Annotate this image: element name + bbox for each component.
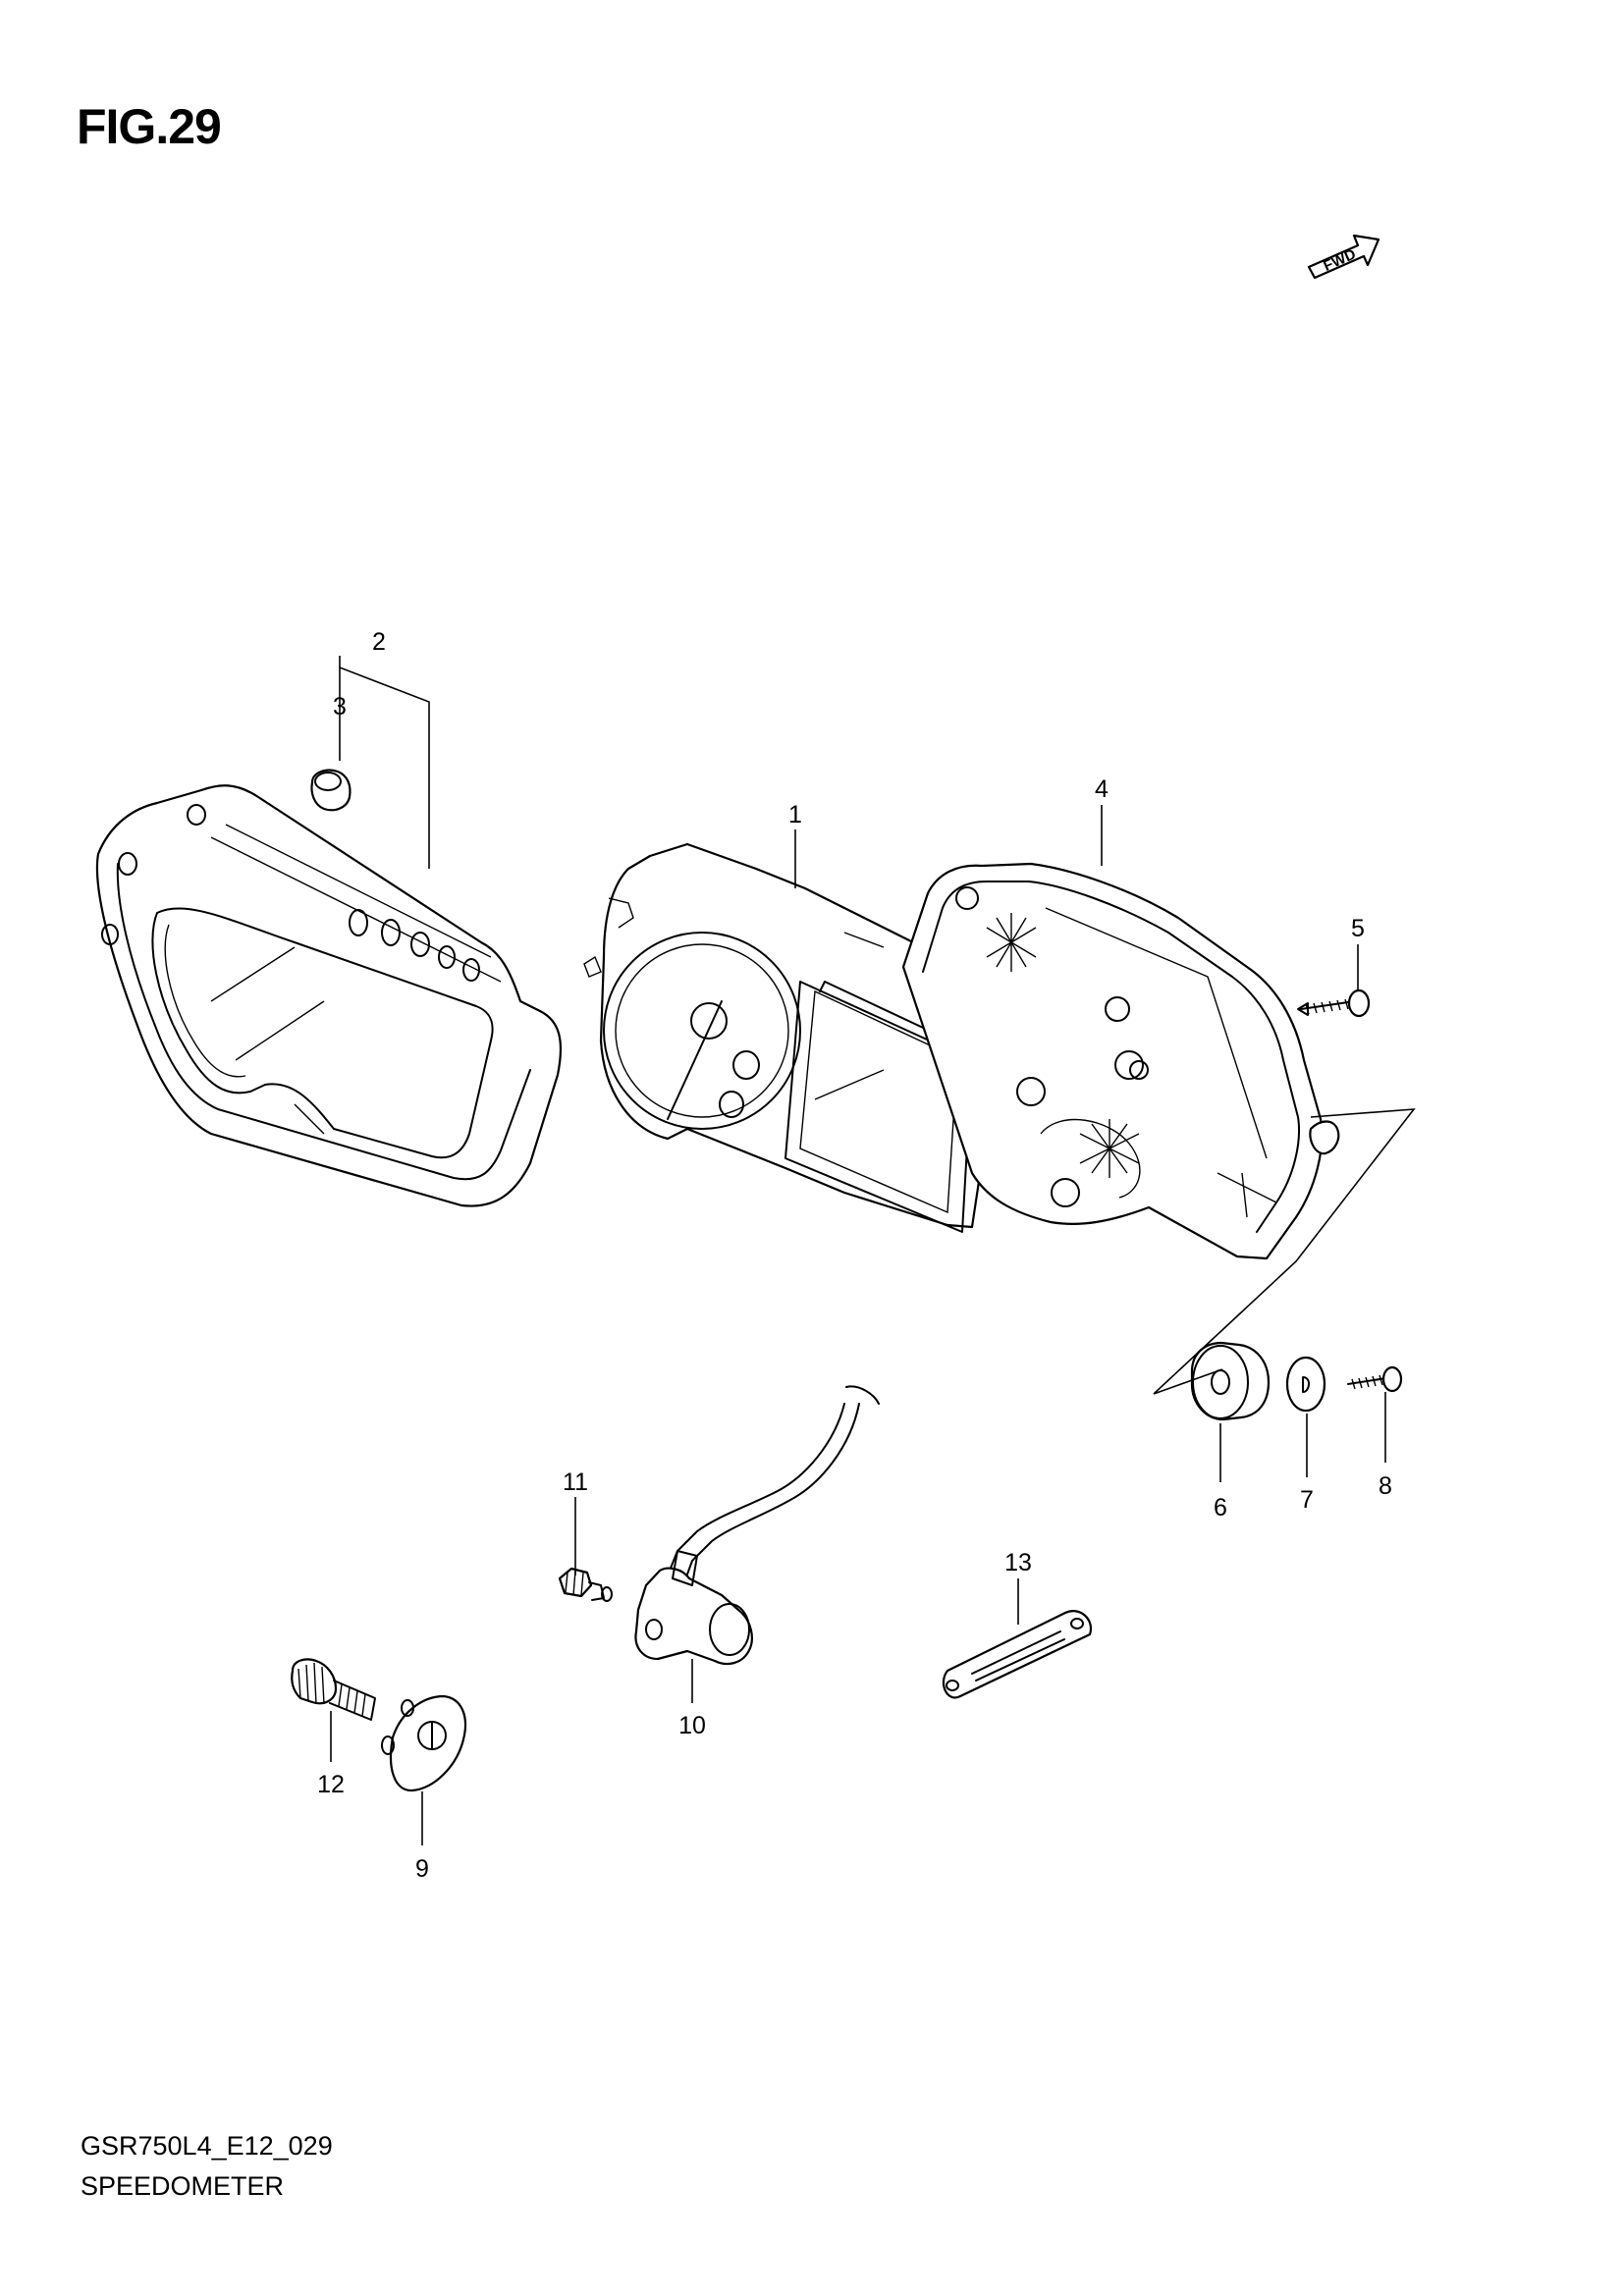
callout-10: 10 [678, 1712, 706, 1739]
callout-13: 13 [1004, 1549, 1032, 1576]
callout-3: 3 [333, 693, 347, 721]
wire-harness-starburst-upper [986, 913, 1037, 972]
part-plate-9 [381, 1694, 467, 1792]
callout-1: 1 [788, 801, 802, 828]
callout-4: 4 [1095, 775, 1109, 803]
section-name-label: SPEEDOMETER [81, 2171, 285, 2201]
callout-leaders [330, 656, 1416, 1845]
callout-8: 8 [1379, 1472, 1392, 1500]
callout-6: 6 [1214, 1494, 1227, 1522]
part-screw-8 [1347, 1365, 1403, 1393]
part-meter-assembly [583, 842, 1003, 1233]
callout-2: 2 [372, 628, 386, 656]
part-speed-sensor [634, 1385, 880, 1666]
callout-9: 9 [415, 1855, 429, 1883]
fwd-label: FWD [1321, 245, 1358, 274]
part-bolt-11 [558, 1567, 613, 1602]
part-bracket-13 [942, 1610, 1093, 1699]
part-meter-cover [95, 784, 562, 1207]
model-code-label: GSR750L4_E12_029 [81, 2131, 333, 2161]
callout-12: 12 [317, 1771, 345, 1798]
wire-harness-starburst-lower [1079, 1119, 1140, 1178]
callout-5: 5 [1351, 915, 1365, 942]
callout-11: 11 [563, 1468, 588, 1496]
part-meter-case [901, 862, 1340, 1260]
figure-title: FIG.29 [77, 99, 222, 154]
callout-7: 7 [1300, 1486, 1314, 1514]
part-grommet [1190, 1341, 1271, 1421]
callout-labels: 1 2 3 4 5 6 7 8 9 10 11 12 13 [317, 628, 1392, 1883]
part-bolt-12 [291, 1658, 376, 1721]
part-washer-7 [1285, 1356, 1326, 1413]
fwd-arrow-icon: FWD [1307, 234, 1380, 280]
part-cushion [310, 769, 352, 812]
part-screw-5 [1297, 988, 1371, 1018]
